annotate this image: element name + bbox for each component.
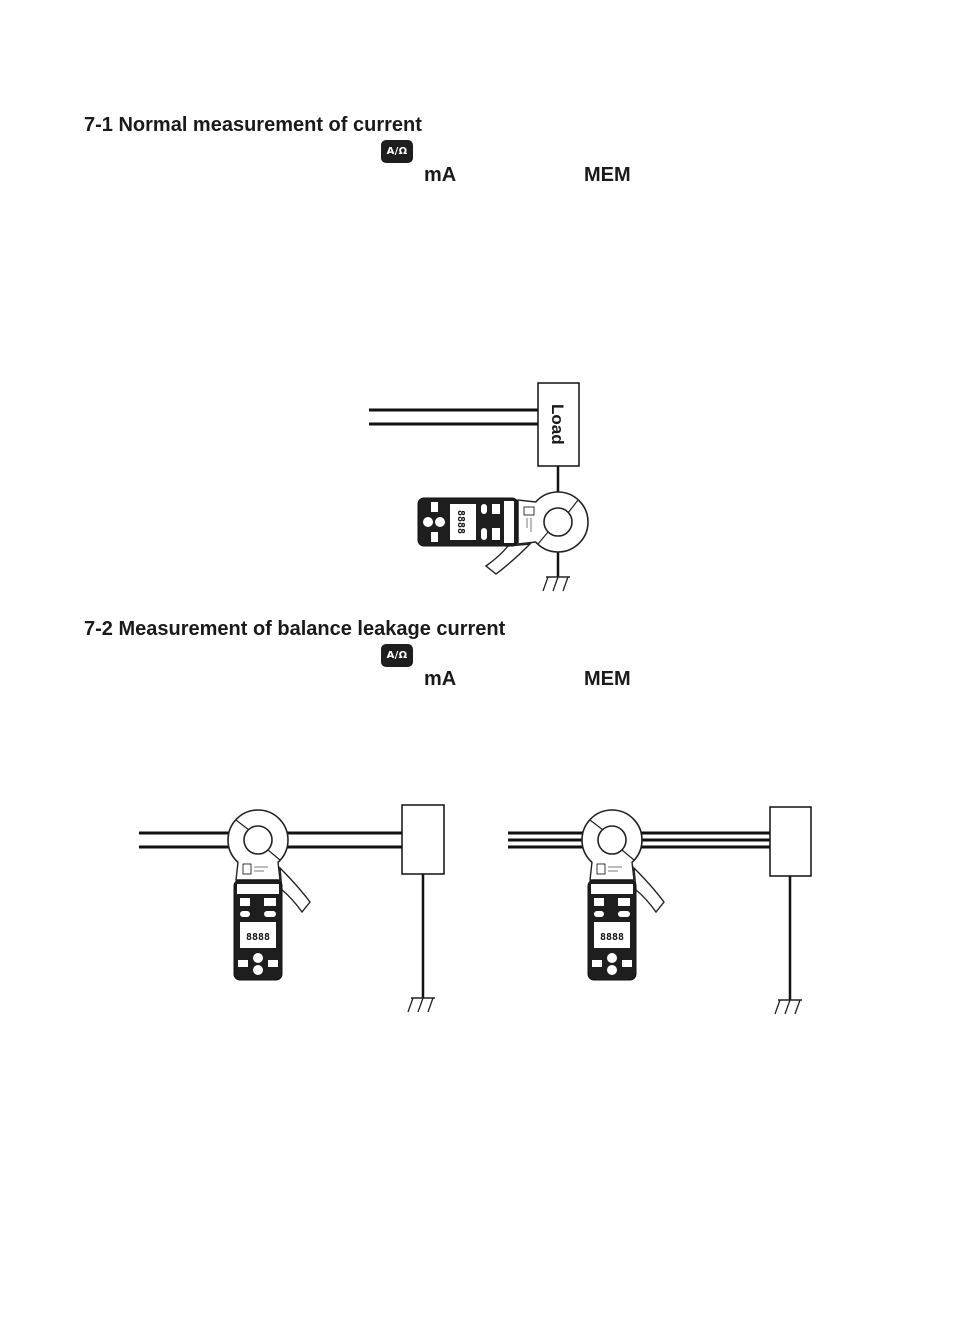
range-label-ma: mA — [424, 668, 457, 690]
section-heading-7-1: 7-1 Normal measurement of current — [84, 114, 422, 136]
figure-7-2-three-wire — [508, 806, 812, 1015]
range-label-ma: mA — [424, 164, 457, 186]
section-heading-7-2: 7-2 Measurement of balance leakage curre… — [84, 618, 506, 640]
figure-7-2-two-wire — [139, 804, 445, 1013]
a-ohm-key-icon: A/Ω — [381, 140, 413, 163]
mem-label: MEM — [584, 668, 631, 690]
a-ohm-key-icon: A/Ω — [381, 644, 413, 667]
mem-label: MEM — [584, 164, 631, 186]
load-label: Load — [548, 404, 567, 445]
figure-7-1-normal-measurement: Load — [369, 382, 589, 592]
